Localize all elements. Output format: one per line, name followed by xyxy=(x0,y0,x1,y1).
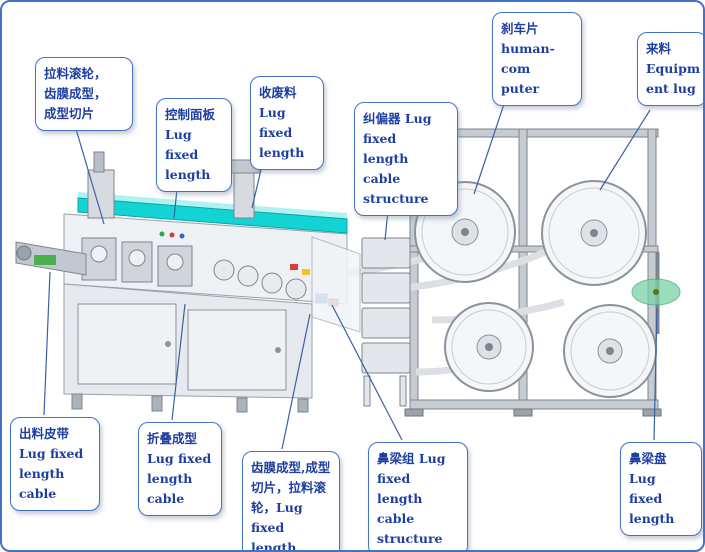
pull-roller-tower xyxy=(87,151,115,219)
callout-output-belt: 出料皮带 Lug fixed length cable xyxy=(10,417,100,511)
output-conveyor xyxy=(15,241,87,276)
callout-deviation-corrector: 纠偏器 Lug fixed length cable structure xyxy=(354,102,458,216)
callout-incoming-material: 来料 Equipm ent lug xyxy=(637,32,703,106)
machine-teal-panel xyxy=(77,197,348,234)
callout-pull-roller-forming: 拉料滚轮， 齿膜成型， 成型切片 xyxy=(35,57,133,131)
callout-nose-bridge-assembly: 鼻梁组 Lug fixed length cable structure xyxy=(368,442,468,550)
material-reel-bottom-left xyxy=(444,302,534,392)
yellow-component xyxy=(302,269,310,275)
nose-bridge-disc-part xyxy=(631,252,681,334)
callout-folding-forming: 折叠成型 Lug fixed length cable xyxy=(138,422,222,516)
callout-control-panel: 控制面板 Lug fixed length xyxy=(156,98,232,192)
reel-stand xyxy=(331,128,681,417)
red-component xyxy=(290,264,298,270)
material-reel-top-right xyxy=(541,180,647,286)
callout-nose-bridge-disc: 鼻梁盘 Lug fixed length xyxy=(620,442,702,536)
machine-top-edge xyxy=(78,192,347,219)
folding-rollers xyxy=(213,259,307,300)
cabinet-door-left xyxy=(77,303,177,385)
callout-waste-collection: 收废料 Lug fixed length xyxy=(250,76,324,170)
stand-feet xyxy=(404,408,662,417)
material-reel-bottom-right xyxy=(563,304,657,398)
control-panel-buttons xyxy=(159,231,185,239)
cabinet-door-right xyxy=(187,309,287,391)
deviation-corrector-units xyxy=(361,237,411,407)
callout-brake-pad: 刹车片 human-com puter xyxy=(492,12,582,106)
left-machine xyxy=(15,151,361,413)
machine-legs xyxy=(71,393,309,413)
callout-tooth-film-forming: 齿膜成型,成型 切片，拉料滚 轮，Lug fixed length cable xyxy=(242,451,340,550)
